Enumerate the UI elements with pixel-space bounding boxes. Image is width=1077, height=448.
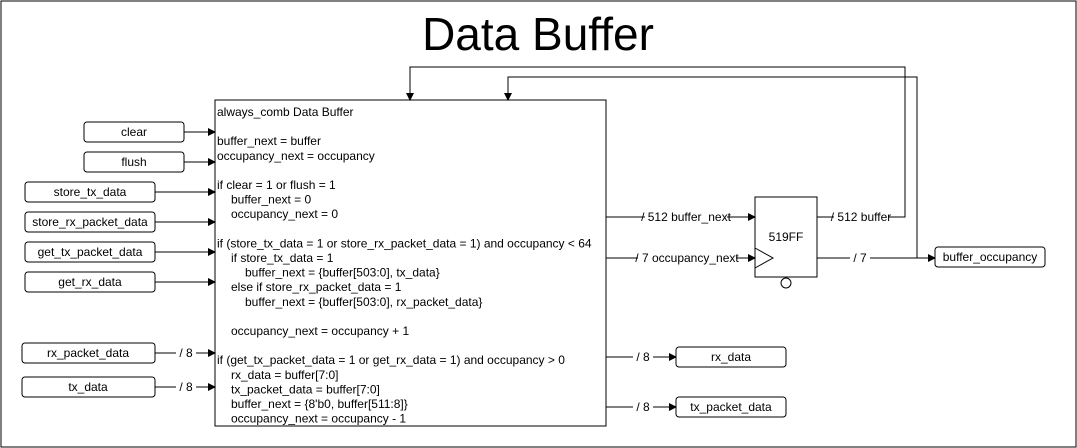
output-tx-packet-data: / 8 tx_packet_data <box>606 396 787 418</box>
clock-input-icon <box>754 247 775 269</box>
code-line: if (get_tx_packet_data = 1 or get_rx_dat… <box>217 353 565 367</box>
wire-label-buffer: / 512 buffer <box>831 210 892 224</box>
output-buffer-occupancy: buffer_occupancy <box>934 246 1046 268</box>
output-rx-data: / 8 rx_data <box>606 346 787 368</box>
code-line: always_comb Data Buffer <box>217 105 354 119</box>
flipflop-519ff: 519FF <box>754 196 818 289</box>
output-label-rx-data: rx_data <box>711 350 751 364</box>
code-block-text: always_comb Data Buffer buffer_next = buf… <box>217 105 592 426</box>
input-get-tx-packet-data: get_tx_packet_data <box>24 241 216 263</box>
code-line: if (store_tx_data = 1 or store_rx_packet… <box>217 236 592 250</box>
wire-occupancy-next: / 7 occupancy_next <box>606 251 756 265</box>
code-line: occupancy_next = occupancy - 1 <box>231 412 406 426</box>
code-line: if clear = 1 or flush = 1 <box>217 178 336 192</box>
input-label-rx-packet-data: rx_packet_data <box>47 346 129 360</box>
input-label-tx-data: tx_data <box>68 380 108 394</box>
wire-label-occupancy-next: / 7 occupancy_next <box>635 251 739 265</box>
input-label-store-rx-packet-data: store_rx_packet_data <box>32 215 148 229</box>
code-line: buffer_next = {8'b0, buffer[511:8]} <box>231 397 408 411</box>
input-label-get-tx-packet-data: get_tx_packet_data <box>38 245 143 259</box>
bus-label-rx-packet-data: / 8 <box>179 346 193 360</box>
code-line: buffer_next = {buffer[503:0], tx_data} <box>245 266 440 280</box>
code-line: rx_data = buffer[7:0] <box>231 368 339 382</box>
input-label-get-rx-data: get_rx_data <box>58 275 122 289</box>
code-line: tx_packet_data = buffer[7:0] <box>231 382 380 396</box>
input-tx-data: tx_data / 8 <box>21 376 216 398</box>
wire-label-rx-data: / 8 <box>636 350 650 364</box>
wire-buffer-next: / 512 buffer_next <box>606 210 756 224</box>
wire-label-buffer-next: / 512 buffer_next <box>641 210 732 224</box>
code-line: occupancy_next = 0 <box>231 207 338 221</box>
input-get-rx-data: get_rx_data <box>24 271 216 293</box>
wire-occupancy-feedback: / 7 <box>504 76 936 265</box>
input-label-store-tx-data: store_tx_data <box>54 185 127 199</box>
input-label-flush: flush <box>121 155 146 169</box>
code-line: else if store_rx_packet_data = 1 <box>231 280 402 294</box>
input-flush: flush <box>83 151 216 173</box>
input-clear: clear <box>83 121 216 143</box>
code-line: buffer_next = {buffer[503:0], rx_packet_… <box>245 295 482 309</box>
code-line: buffer_next = 0 <box>231 193 312 207</box>
code-line: occupancy_next = occupancy <box>217 149 375 163</box>
bus-label-tx-data: / 8 <box>179 380 193 394</box>
reset-bubble-icon <box>780 277 792 289</box>
flipflop-label: 519FF <box>769 230 804 244</box>
input-label-clear: clear <box>121 125 147 139</box>
code-line: occupancy_next = occupancy + 1 <box>231 324 409 338</box>
diagram-title: Data Buffer <box>422 8 654 60</box>
output-label-tx-packet-data: tx_packet_data <box>690 400 772 414</box>
output-label-buffer-occupancy: buffer_occupancy <box>943 250 1038 264</box>
code-line: buffer_next = buffer <box>217 134 321 148</box>
wire-buffer-feedback: / 512 buffer <box>406 66 906 224</box>
code-line: if store_tx_data = 1 <box>231 251 334 265</box>
input-store-rx-packet-data: store_rx_packet_data <box>24 211 216 233</box>
input-rx-packet-data: rx_packet_data / 8 <box>21 342 216 364</box>
wire-label-occupancy-out: / 7 <box>853 251 867 265</box>
input-store-tx-data: store_tx_data <box>24 181 216 203</box>
wire-label-tx-packet-data: / 8 <box>636 400 650 414</box>
